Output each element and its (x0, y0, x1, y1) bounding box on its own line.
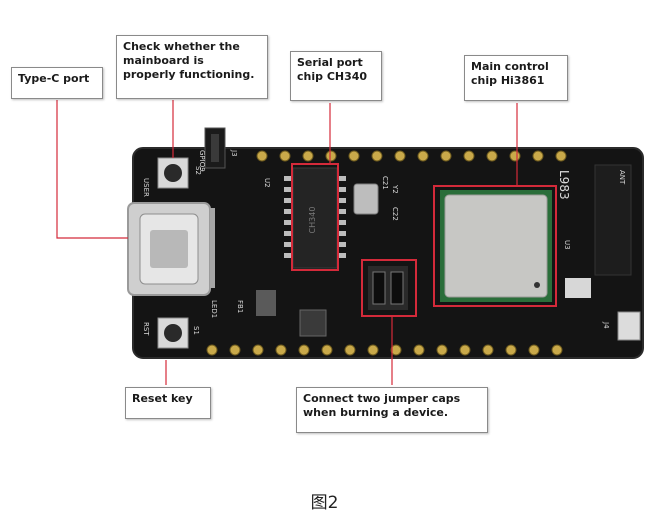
callout-main-chip: Main control chip Hi3861 (464, 55, 568, 101)
type-c-port (127, 202, 215, 296)
chip-leg (284, 242, 293, 247)
callout-serial-chip: Serial port chip CH340 (290, 51, 382, 101)
bottom-header-pin (321, 344, 333, 356)
resistor-pack (565, 278, 591, 298)
main-chip-highlight (433, 185, 557, 307)
bottom-header-pin (482, 344, 494, 356)
callout-jumper-caps: Connect two jumper caps when burning a d… (296, 387, 488, 433)
chip-leg (337, 198, 346, 203)
bottom-header-pin (229, 344, 241, 356)
bottom-header-pin (206, 344, 218, 356)
chip-leg (284, 220, 293, 225)
top-header-pin (463, 150, 475, 162)
chip-leg (337, 220, 346, 225)
bottom-header-pin (413, 344, 425, 356)
chip-marking: CH340 (308, 207, 317, 234)
silk-rst: RST (142, 322, 150, 336)
chip-leg (284, 187, 293, 192)
serial-chip-highlight (291, 163, 339, 271)
silk-s2: S2 (194, 166, 202, 175)
top-header-pin (417, 150, 429, 162)
silk-user-key: USER (142, 178, 150, 197)
antenna-area (594, 164, 632, 276)
regulator (299, 309, 327, 337)
bottom-header-pin (528, 344, 540, 356)
crystal-y2 (353, 183, 379, 215)
silk-c21: C21 (381, 176, 389, 190)
silk-gpio9: GPIO9 (198, 150, 206, 172)
silk-led1: LED1 (210, 300, 218, 318)
chip-leg (337, 209, 346, 214)
top-header-pin (302, 150, 314, 162)
bottom-header-pin (505, 344, 517, 356)
chip-leg (284, 209, 293, 214)
bottom-header-pin (390, 344, 402, 356)
chip-leg (337, 242, 346, 247)
user-key-button (157, 157, 189, 189)
bottom-header-pin (275, 344, 287, 356)
bottom-header-pins (206, 344, 563, 356)
top-header-pin (325, 150, 337, 162)
callout-type-c-port: Type-C port (11, 67, 103, 99)
figure-caption: 图2 (310, 493, 339, 513)
bottom-header-pin (551, 344, 563, 356)
hi3861-module (440, 190, 552, 302)
top-header-pin (279, 150, 291, 162)
chip-leg (337, 187, 346, 192)
silk-ant: ANT (618, 170, 626, 185)
reset-key-button (157, 317, 189, 349)
chip-leg (337, 231, 346, 236)
bottom-header-pin (298, 344, 310, 356)
top-header-pin (348, 150, 360, 162)
bottom-header-pin (436, 344, 448, 356)
jumper-highlight (361, 259, 417, 317)
silk-logo: L983 (557, 170, 571, 200)
silk-j4: J4 (602, 321, 610, 329)
chip-leg (284, 176, 293, 181)
inductor (256, 290, 276, 316)
callout-reset-key: Reset key (125, 387, 211, 419)
chip-leg (284, 198, 293, 203)
top-header-pin (532, 150, 544, 162)
chip-leg (284, 231, 293, 236)
chip-leg (284, 253, 293, 258)
callout-check-mainboard: Check whether the mainboard is properly … (116, 35, 268, 99)
silk-u3: U3 (563, 240, 571, 250)
silk-y2: Y2 (391, 184, 399, 194)
top-header-pin (394, 150, 406, 162)
top-header-pin (371, 150, 383, 162)
chip-leg (337, 176, 346, 181)
bottom-header-pin (459, 344, 471, 356)
top-header-pin (509, 150, 521, 162)
chip-leg (337, 253, 346, 258)
top-header-pin (256, 150, 268, 162)
bottom-header-pin (367, 344, 379, 356)
silk-s1: S1 (192, 326, 200, 335)
silk-j3: J3 (230, 149, 238, 157)
top-header-pin (486, 150, 498, 162)
bottom-header-pin (344, 344, 356, 356)
j4-connector (617, 311, 641, 341)
top-header-pins (256, 150, 567, 162)
top-header-pin (555, 150, 567, 162)
silk-u2: U2 (263, 178, 271, 188)
ch340-chip: CH340 (284, 167, 346, 269)
leader-lines (56, 100, 518, 385)
bottom-header-pin (252, 344, 264, 356)
silk-c22: C22 (391, 207, 399, 221)
top-header-pin (440, 150, 452, 162)
silk-fb1: FB1 (236, 300, 244, 313)
jumper-block (368, 266, 408, 310)
